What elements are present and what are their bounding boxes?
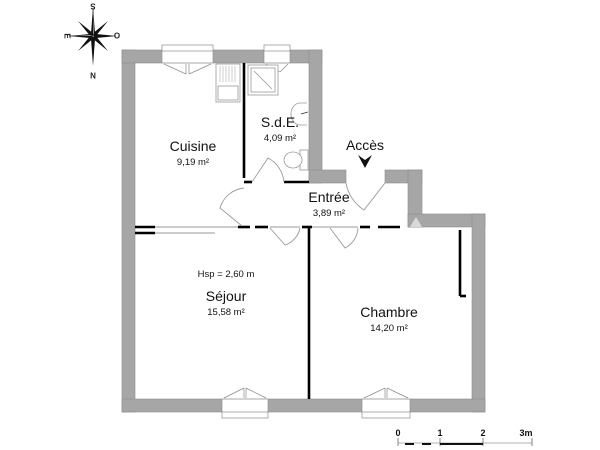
doors — [219, 157, 386, 249]
room-sejour-area: 15,58 m² — [207, 307, 245, 318]
compass-rose-icon — [68, 7, 117, 66]
compass-east-label: E — [62, 33, 72, 39]
scale-tick-3m: 3m — [519, 428, 533, 438]
compass-south-label: S — [90, 1, 96, 11]
kitchen-sink — [215, 63, 241, 103]
compass-west-label: O — [113, 31, 121, 41]
window-chambre — [361, 387, 411, 419]
window-cuisine — [161, 44, 214, 75]
room-cuisine-area: 9,19 m² — [176, 157, 210, 168]
room-sde-name: S.d.E. — [260, 114, 300, 130]
sliding-partition — [155, 226, 358, 234]
windows — [161, 44, 411, 419]
corner-marker — [410, 217, 422, 227]
window-sejour — [221, 387, 269, 419]
room-chambre-area: 14,20 m² — [370, 323, 408, 334]
room-entree-name: Entrée — [308, 189, 350, 205]
outer-walls — [121, 49, 486, 413]
partitions — [135, 63, 466, 399]
scale-tick-1: 1 — [437, 428, 443, 438]
washbasin — [290, 102, 309, 126]
room-chambre-name: Chambre — [360, 304, 418, 320]
access-label: Accès — [345, 137, 385, 153]
scale-tick-2: 2 — [480, 428, 486, 438]
room-entree-area: 3,89 m² — [312, 208, 346, 219]
room-sejour-name: Séjour — [205, 288, 247, 304]
room-sde-area: 4,09 m² — [263, 133, 297, 144]
compass-north-label: N — [90, 71, 96, 81]
scale-tick-0: 0 — [395, 428, 401, 438]
ceiling-height-note: Hsp = 2,60 m — [197, 269, 255, 280]
scale-bar — [397, 438, 533, 446]
shower — [247, 64, 279, 96]
toilet — [283, 149, 309, 171]
room-cuisine-name: Cuisine — [169, 138, 217, 154]
access-arrow-icon — [358, 155, 372, 168]
